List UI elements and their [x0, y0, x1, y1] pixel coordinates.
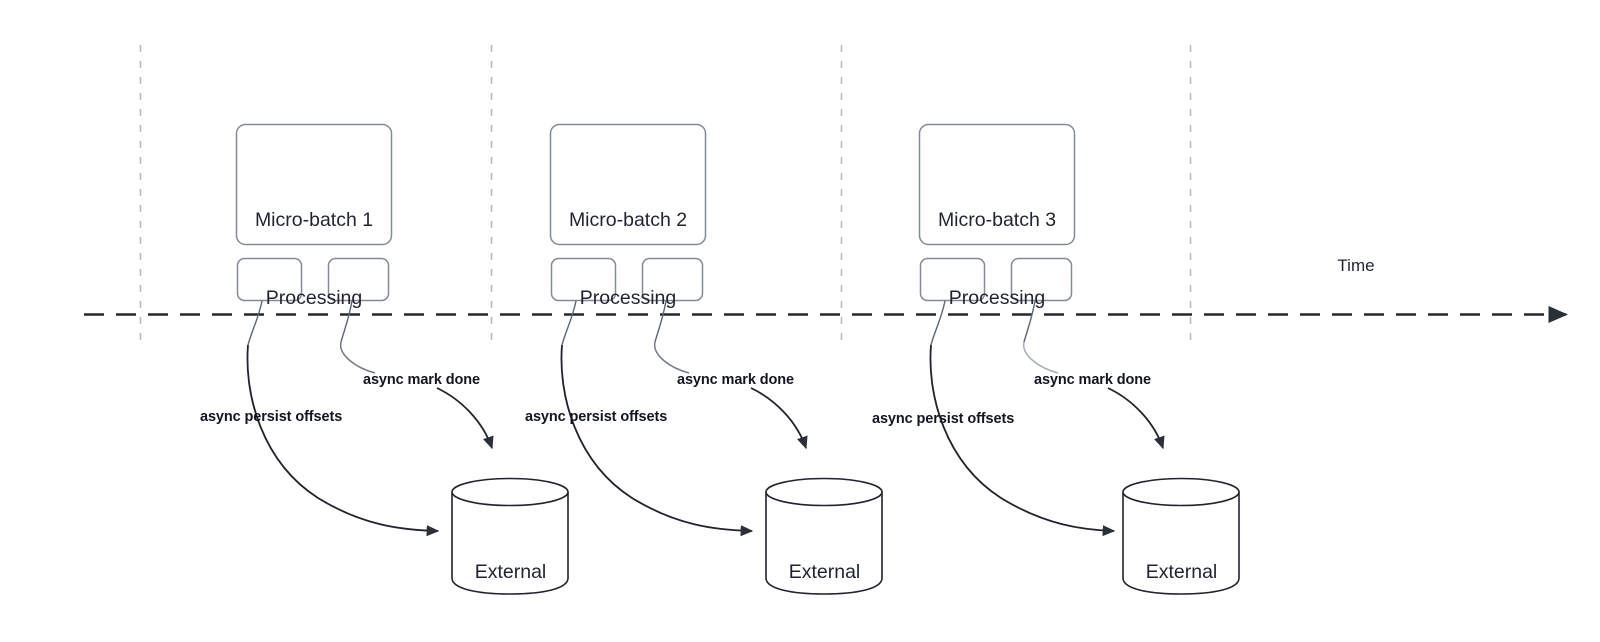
- edge-3-mark-done: [1107, 387, 1165, 450]
- storage-3-line1: External: [1145, 561, 1218, 583]
- batch-box-2-line2: Processing: [579, 287, 677, 309]
- storage-1-line1: External: [474, 561, 547, 583]
- storage-cylinder-1-label: External storage: [452, 505, 569, 642]
- storage-cylinder-3-body[interactable]: [1122, 492, 1240, 595]
- edge-3-mark-done-upper: [1023, 341, 1059, 374]
- edge-2-persist-offsets: [560, 344, 754, 537]
- stem-3b: [1023, 300, 1036, 343]
- edge-label-3-mark-done: async mark done: [1034, 372, 1151, 388]
- storage-cylinder-2-body[interactable]: [765, 492, 883, 595]
- task-box-1a[interactable]: [236, 257, 303, 302]
- task-box-3a[interactable]: [919, 257, 986, 302]
- batch-box-1[interactable]: [235, 123, 393, 246]
- storage-cylinder-3-top: [1122, 477, 1240, 507]
- edge-3-persist-offsets: [929, 344, 1116, 537]
- edge-label-1-mark-done: async mark done: [363, 372, 480, 388]
- batch-box-1-label: Micro-batch 1 Processing: [236, 155, 392, 363]
- group-2-shapes: [549, 123, 883, 595]
- task-box-3b[interactable]: [1010, 257, 1073, 302]
- storage-cylinder-1-body[interactable]: [451, 492, 569, 595]
- batch-box-2-line1: Micro-batch 2: [568, 209, 688, 231]
- task-box-2b[interactable]: [641, 257, 704, 302]
- storage-cylinder-3-label: External storage: [1123, 505, 1240, 642]
- storage-cylinder-2-label: External storage: [766, 505, 883, 642]
- edge-2-mark-done: [750, 387, 808, 450]
- stem-1b: [340, 300, 353, 343]
- batch-box-2-label: Micro-batch 2 Processing: [550, 155, 706, 363]
- edge-label-2-persist-offsets: async persist offsets: [525, 409, 668, 425]
- edge-label-2-mark-done: async mark done: [677, 372, 794, 388]
- edge-label-1-persist-offsets: async persist offsets: [200, 409, 343, 425]
- stem-2b: [654, 300, 667, 343]
- batch-box-2[interactable]: [549, 123, 707, 246]
- edge-2-mark-done-upper: [654, 341, 690, 374]
- edge-1-mark-done: [436, 387, 494, 450]
- batch-box-1-line1: Micro-batch 1: [254, 209, 374, 231]
- group-1-shapes: [235, 123, 569, 595]
- storage-2-line1: External: [788, 561, 861, 583]
- storage-cylinder-1-top: [451, 477, 569, 507]
- storage-cylinder-2-top: [765, 477, 883, 507]
- batch-box-3-line1: Micro-batch 3: [937, 209, 1057, 231]
- time-axis-label: Time: [1337, 256, 1375, 275]
- task-box-1b[interactable]: [327, 257, 390, 302]
- edge-label-3-persist-offsets: async persist offsets: [872, 411, 1015, 427]
- batch-box-3-line2: Processing: [948, 287, 1046, 309]
- edge-1-persist-offsets: [246, 344, 440, 537]
- stem-1a: [247, 300, 263, 346]
- batch-box-3-label: Micro-batch 3 Processing: [919, 155, 1075, 363]
- group-3-shapes: [918, 123, 1240, 595]
- batch-box-3[interactable]: [918, 123, 1076, 246]
- batch-box-1-line2: Processing: [265, 287, 363, 309]
- edge-1-mark-done-upper: [340, 341, 376, 374]
- task-box-2a[interactable]: [550, 257, 617, 302]
- stem-3a: [930, 300, 946, 346]
- stem-2a: [561, 300, 577, 346]
